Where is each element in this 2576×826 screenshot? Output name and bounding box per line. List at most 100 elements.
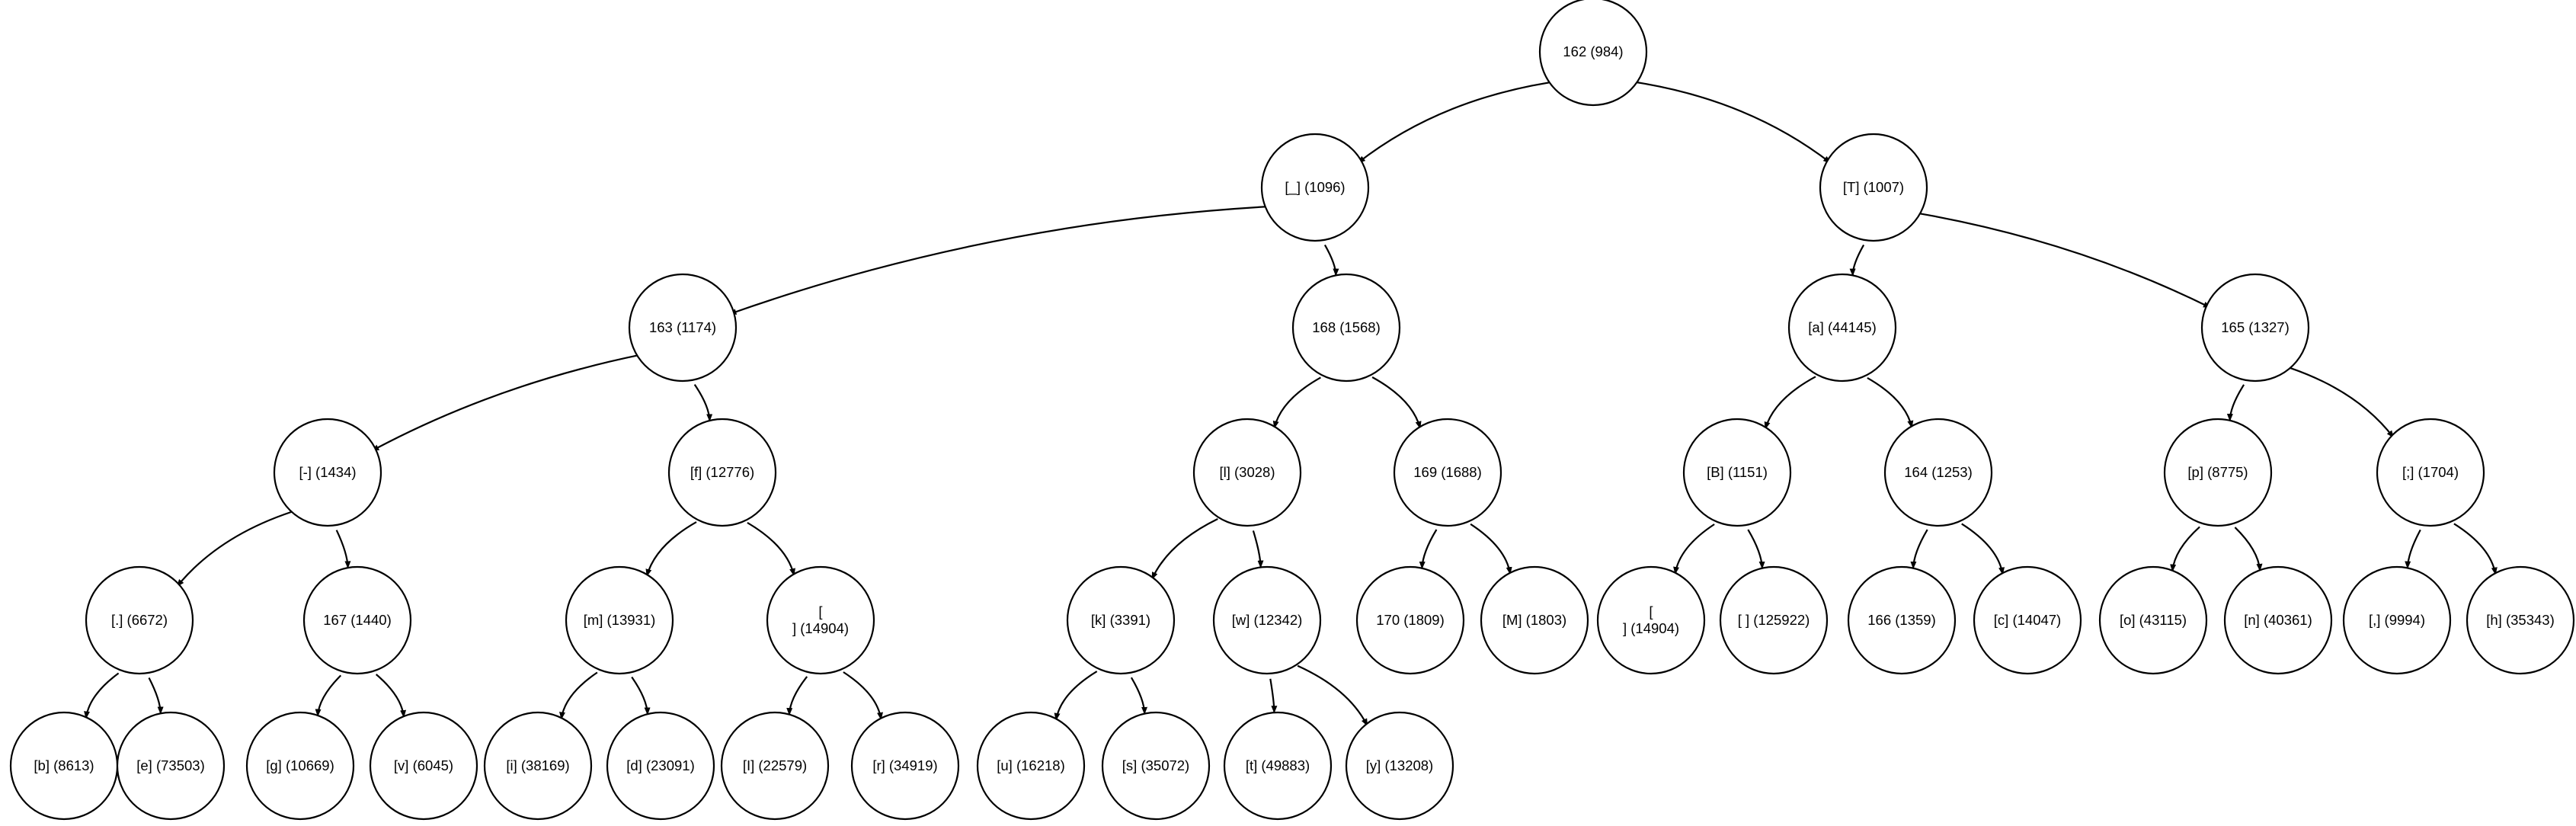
tree-node-dash: [-] (1434) [273,418,382,527]
node-circle [483,711,593,821]
edge-b-to-nl2 [1673,523,1715,575]
tree-node-i: [I] (22579) [720,711,830,821]
node-label: [;] (1704) [2402,464,2459,480]
node-label: [ [818,603,822,620]
edge-k-to-s [1130,677,1148,715]
node-label: [h] (35343) [2486,612,2554,628]
node-label: [i] (38169) [506,757,569,773]
tree-node-nl2: [] (14904) [1596,565,1706,675]
edge-p-to-n [2234,527,2263,571]
tree-node-b: [B] (1151) [1682,418,1792,527]
edge-a-to-164 [1867,376,1914,429]
node-circle [976,711,1086,821]
node-circle [1345,711,1454,821]
node-circle [565,565,674,675]
node-circle [2163,418,2273,527]
tree-node-170: 170 (1809) [1355,565,1465,675]
edge-semi-to-comma [2405,529,2421,569]
node-circle [1538,0,1648,107]
tree-node-e: [e] (73503) [116,711,226,821]
node-label: [-] (1434) [299,464,356,480]
node-circle [1719,565,1829,675]
edge-_-to-163 [728,205,1271,315]
edge-p-to-o [2170,526,2200,572]
edge-l-to-k [1150,518,1218,580]
node-circle [2376,418,2485,527]
node-circle [245,711,355,821]
node-circle [85,565,194,675]
node-circle [2223,565,2333,675]
edge-t-to-165 [1915,212,2211,309]
edge-f-to-nl1 [747,521,795,577]
node-label: [t] (49883) [1246,757,1310,773]
tree-node-nl1: [] (14904) [766,565,875,675]
edge-dot-to-e [148,677,164,715]
edge-dash-to-167 [335,530,351,569]
node-circle [2466,565,2575,675]
node-label: [.] (6672) [111,612,168,628]
node-circle [1355,565,1465,675]
node-label: [r] (34919) [872,757,937,773]
node-label: [o] (43115) [2120,612,2187,628]
edge-169-to-170 [1419,529,1438,569]
node-label: 169 (1688) [1413,464,1481,480]
node-label: [v] (6045) [394,757,453,773]
tree-node-165: 165 (1327) [2200,273,2310,383]
tree-node-t: [T] (1007) [1819,133,1928,242]
node-label: [ [1649,603,1653,620]
node-circle [850,711,960,821]
tree-node-d: [d] (23091) [606,711,715,821]
node-label: 167 (1440) [323,612,391,628]
edge-168-to-l [1272,376,1321,429]
tree-node-r: [r] (34919) [850,711,960,821]
edge-dash-to-dot [176,511,293,587]
edge-164-to-166 [1910,529,1928,569]
node-circle [2342,565,2452,675]
edge-168-to-169 [1371,376,1422,429]
node-label: [c] (14047) [1994,612,2061,628]
node-circle [1101,711,1211,821]
edge-m-to-i [559,671,598,720]
node-label: [b] (8613) [34,757,94,773]
node-label: [I] (22579) [743,757,807,773]
node-circle [628,273,738,383]
node-circle [766,565,875,675]
node-circle [1819,133,1928,242]
tree-edges [84,81,2498,727]
edge-nl1-to-i [786,676,808,716]
edge-dot-to-b [84,672,120,719]
node-label: [g] (10669) [266,757,334,773]
tree-node-c: [c] (14047) [1973,565,2082,675]
node-circle [1393,418,1502,527]
edge-a-to-b [1764,376,1816,430]
edge-163-to-f [693,383,713,422]
node-label: [f] (12776) [690,464,754,480]
edge-nl1-to-r [843,671,883,720]
edge-b-to-space [1747,529,1765,569]
node-label: 165 (1327) [2221,319,2289,335]
tree-node-l: [l] (3028) [1192,418,1302,527]
node-label: [w] (12342) [1232,612,1303,628]
edge-165-to-semi [2290,367,2395,438]
node-label: [_] (1096) [1285,179,1345,196]
edge-162-to-_ [1357,81,1553,164]
tree-node-u: [u] (16218) [976,711,1086,821]
tree-node-k: [k] (3391) [1066,565,1176,675]
node-circle [1260,133,1370,242]
node-circle [1847,565,1957,675]
node-label: [u] (16218) [997,757,1064,773]
tree-node-semi: [;] (1704) [2376,418,2485,527]
edge-163-to-dash [371,354,642,452]
tree-node-p: [p] (8775) [2163,418,2273,527]
node-circle [1883,418,1993,527]
tree-node-t: [t] (49883) [1223,711,1333,821]
tree-node-164: 164 (1253) [1883,418,1993,527]
node-circle [1066,565,1176,675]
tree-node-a: [a] (44145) [1787,273,1897,383]
node-label: ] (14904) [1623,620,1679,636]
edge-l-to-w [1252,530,1264,568]
node-circle [2098,565,2208,675]
node-circle [720,711,830,821]
tree-node-m: [M] (1803) [1480,565,1589,675]
